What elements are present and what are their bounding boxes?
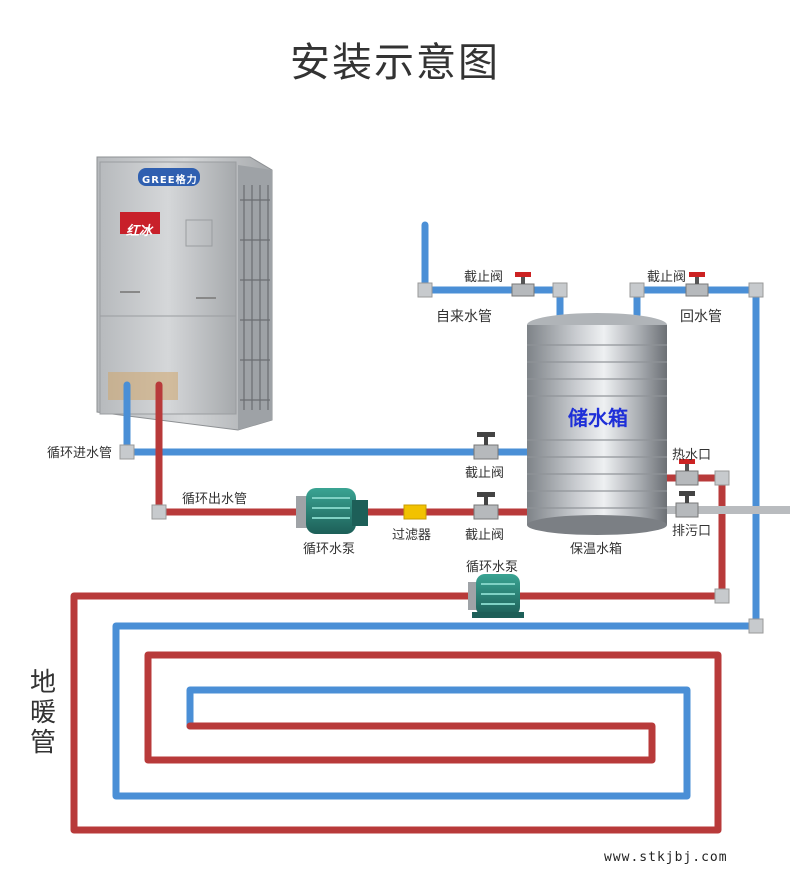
pipe-fittings (119, 282, 764, 634)
floor-heating-hot-line (70, 474, 726, 834)
label-drain-outlet: 排污口 (672, 524, 712, 539)
valve-mid (473, 432, 499, 460)
label-valve-top-left: 截止阀 (464, 270, 504, 285)
diagram-title: 安装示意图 (290, 40, 500, 86)
unit-grille (240, 185, 270, 410)
sub-brand-badge (120, 212, 160, 234)
valve-drain (675, 491, 699, 518)
circ-pump-1-icon (296, 488, 368, 534)
valve-top-right (685, 272, 709, 297)
valve-hot-outlet (675, 459, 699, 486)
storage-tank (527, 313, 667, 535)
label-valve-top-right: 截止阀 (647, 270, 687, 285)
label-circ-pump-2: 循环水泵 (466, 560, 519, 575)
unit-sub-brand: 红冰 (126, 224, 153, 239)
label-tap-water-pipe: 自来水管 (436, 309, 492, 325)
floor-heating-char: 管 (29, 728, 56, 758)
label-valve-mid: 截止阀 (465, 466, 505, 481)
valve-top-left (511, 272, 535, 297)
label-insulated-tank: 保温水箱 (570, 542, 623, 557)
valve-low (473, 492, 499, 520)
floor-heating-char: 地 (29, 668, 56, 698)
label-hot-water-outlet: 热水口 (672, 448, 712, 463)
unit-brand: GREE格力 (142, 175, 198, 186)
label-filter: 过滤器 (392, 528, 432, 543)
tank-title: 储水箱 (568, 406, 628, 430)
label-return-pipe: 回水管 (680, 309, 722, 325)
label-circ-pump-1: 循环水泵 (303, 542, 356, 557)
filter-icon (403, 504, 427, 520)
brand-badge (138, 168, 200, 186)
tap-water-pipe-line (421, 221, 564, 319)
label-valve-low: 截止阀 (465, 528, 505, 543)
floor-heating-char: 暖 (29, 698, 56, 728)
website-watermark: www.stkjbj.com (604, 850, 728, 865)
label-circ-inlet-pipe: 循环进水管 (47, 446, 113, 461)
circ-pump-2-icon (468, 574, 524, 618)
label-circ-outlet-pipe: 循环出水管 (182, 492, 248, 507)
heat-pump-unit (96, 156, 273, 431)
floor-heating-label: 地 暖 管 (28, 668, 58, 758)
